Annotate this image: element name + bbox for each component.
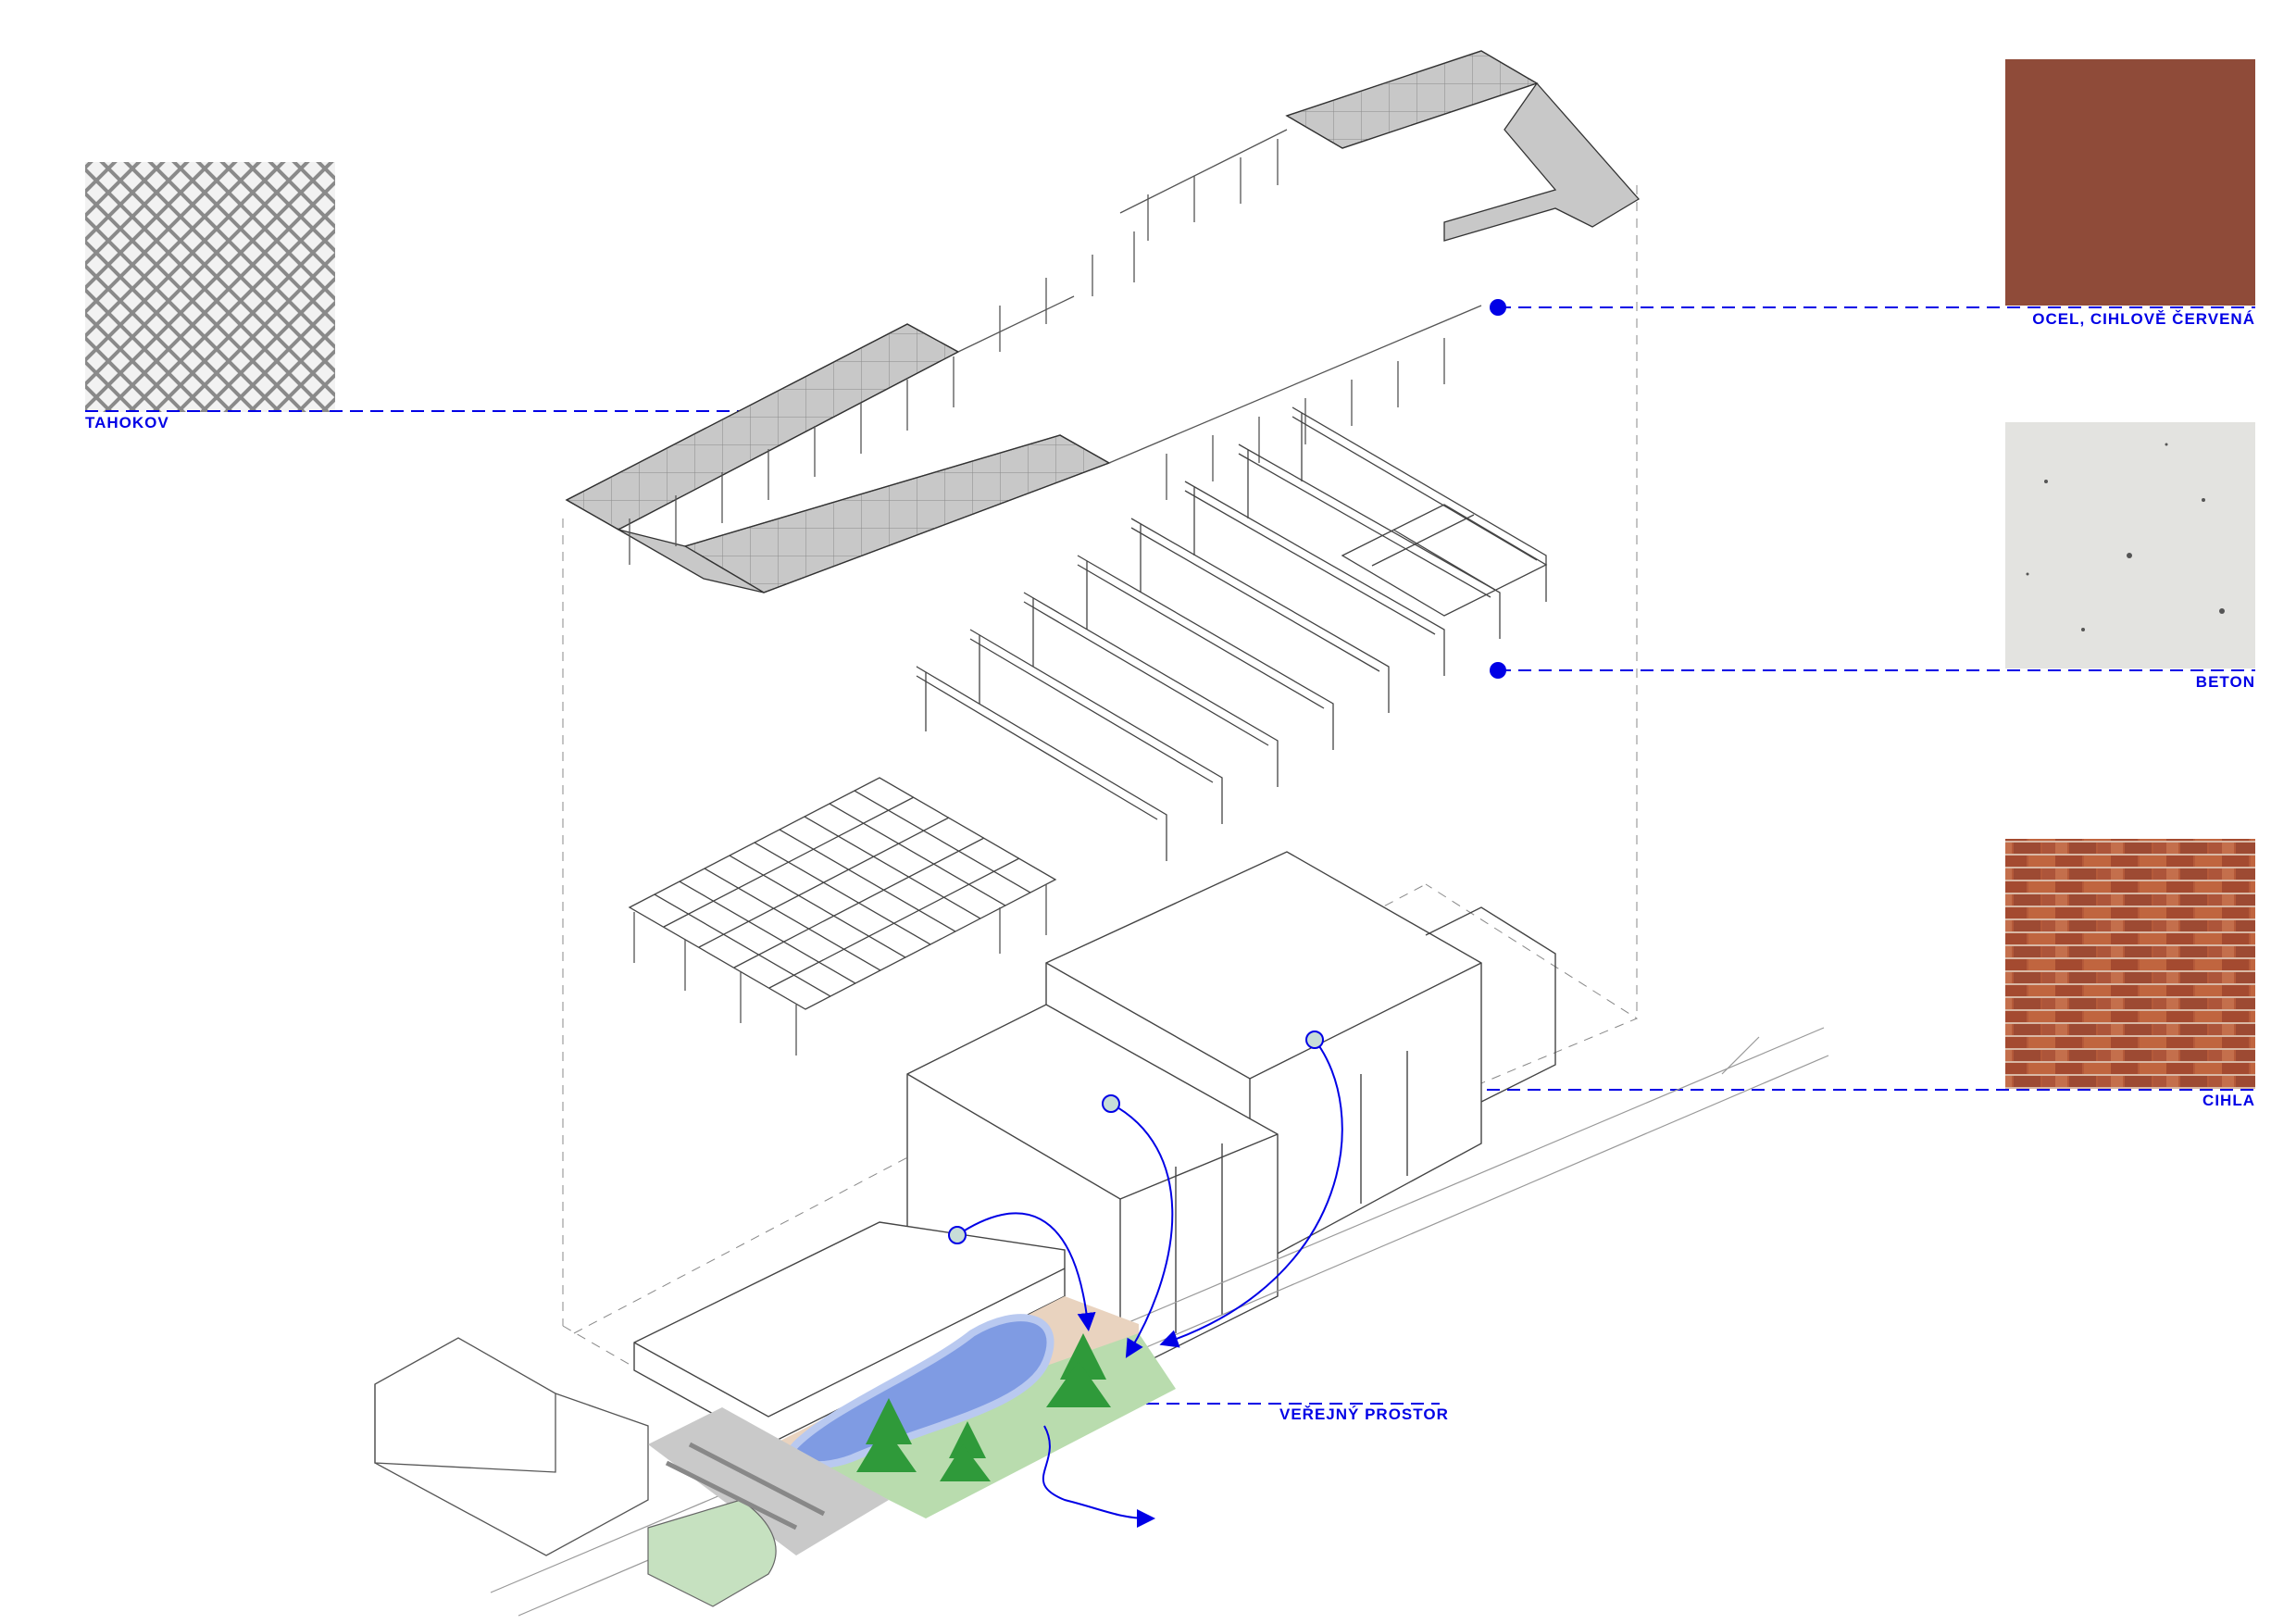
- ocel-swatch: [2005, 59, 2255, 306]
- ocel-marker: [1490, 299, 1506, 316]
- flow-start-a: [948, 1226, 967, 1244]
- beton-marker: [1490, 662, 1506, 679]
- neighbour-building: [374, 1337, 649, 1556]
- mesh-canopy-right: [1443, 81, 1641, 242]
- steel-canopy-layer: [565, 50, 1641, 593]
- paved-area: [648, 1407, 889, 1555]
- cihla-label: CIHLA: [2202, 1092, 2255, 1109]
- beton-label: BETON: [2196, 673, 2255, 691]
- flow-arrows: [956, 1039, 1343, 1528]
- trees: [856, 1333, 1111, 1481]
- concrete-frame-layer: [628, 406, 1548, 1056]
- flow-start-c: [1305, 1031, 1324, 1049]
- verejny-prostor-label: VEŘEJNÝ PROSTOR: [1279, 1405, 1449, 1423]
- lawn-area: [647, 1499, 777, 1607]
- mesh-canopy-connector: [618, 529, 765, 593]
- ocel-label: OCEL, CIHLOVĚ ČERVENÁ: [2032, 310, 2255, 328]
- cihla-swatch: [2005, 839, 2255, 1089]
- pond: [787, 1314, 1054, 1469]
- public-space: [647, 1296, 1176, 1607]
- brick-building-layer: [633, 851, 1556, 1445]
- tahokov-label: TAHOKOV: [85, 414, 169, 431]
- flow-start-b: [1102, 1094, 1120, 1113]
- beton-swatch: [2005, 422, 2255, 668]
- tahokov-swatch: [85, 162, 335, 412]
